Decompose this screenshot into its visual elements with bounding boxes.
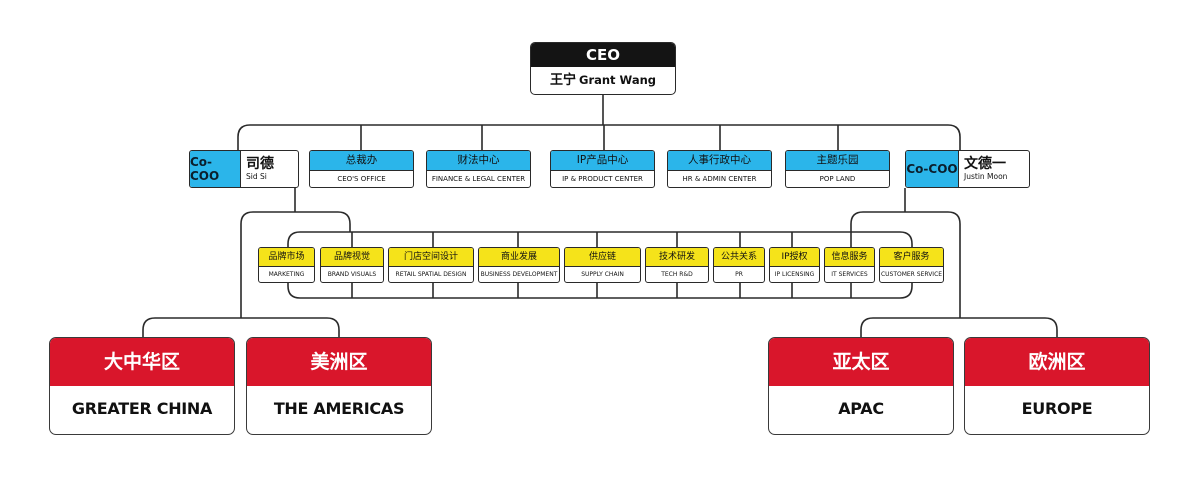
co-coo-right-box: Co-COO 文德一 Justin Moon [905, 150, 1030, 188]
region-label-en: THE AMERICAS [273, 399, 405, 418]
co-coo-left-tag: Co-COO [190, 151, 241, 187]
region-label-en: EUROPE [1021, 399, 1093, 418]
center-pop-land: 主题乐园 POP LAND [785, 150, 890, 188]
center-label-en: FINANCE & LEGAL CENTER [431, 175, 526, 183]
center-ceo-office: 总裁办 CEO'S OFFICE [309, 150, 414, 188]
function-label-en: SUPPLY CHAIN [581, 271, 624, 278]
function-label-en: BUSINESS DEVELOPMENT [480, 271, 558, 278]
function-label-en: BRAND VISUALS [327, 271, 377, 278]
region-label-en: GREATER CHINA [71, 399, 213, 418]
center-label-zh: 总裁办 [310, 151, 413, 171]
function-label-zh: 品牌视觉 [321, 248, 383, 267]
function-label-zh: 客户服务 [880, 248, 943, 267]
region-label-zh: 大中华区 [50, 338, 234, 386]
center-finance-legal: 财法中心 FINANCE & LEGAL CENTER [426, 150, 531, 188]
function-label-en: RETAIL SPATIAL DESIGN [395, 271, 467, 278]
co-coo-left-box: Co-COO 司德 Sid Si [189, 150, 299, 188]
center-label-en: POP LAND [819, 175, 856, 183]
function-marketing: 品牌市场 MARKETING [258, 247, 315, 283]
region-label-zh: 亚太区 [769, 338, 953, 386]
center-label-zh: 人事行政中心 [668, 151, 771, 171]
function-label-en: TECH R&D [661, 271, 693, 278]
co-coo-left-name-zh: 司德 [246, 156, 274, 172]
function-retail-spatial-design: 门店空间设计 RETAIL SPATIAL DESIGN [388, 247, 474, 283]
co-coo-right-tag: Co-COO [906, 151, 959, 187]
co-coo-right-name: 文德一 Justin Moon [959, 151, 1029, 187]
center-label-zh: 财法中心 [427, 151, 530, 171]
center-ip-product: IP产品中心 IP & PRODUCT CENTER [550, 150, 655, 188]
function-tech-rnd: 技术研发 TECH R&D [645, 247, 709, 283]
center-label-zh: IP产品中心 [551, 151, 654, 171]
function-label-en: IT SERVICES [831, 271, 868, 278]
region-greater-china: 大中华区 GREATER CHINA [49, 337, 235, 435]
co-coo-left-name-en: Sid Si [246, 172, 267, 181]
center-label-en: HR & ADMIN CENTER [682, 175, 757, 183]
region-label-en: APAC [838, 399, 884, 418]
function-label-en: CUSTOMER SERVICE [880, 271, 943, 278]
region-apac: 亚太区 APAC [768, 337, 954, 435]
center-label-zh: 主题乐园 [786, 151, 889, 171]
function-label-zh: 商业发展 [479, 248, 559, 267]
co-coo-right-name-en: Justin Moon [964, 172, 1008, 181]
center-label-en: IP & PRODUCT CENTER [562, 175, 643, 183]
center-hr-admin: 人事行政中心 HR & ADMIN CENTER [667, 150, 772, 188]
function-label-zh: 信息服务 [825, 248, 874, 267]
function-label-zh: 供应链 [565, 248, 640, 267]
function-supply-chain: 供应链 SUPPLY CHAIN [564, 247, 641, 283]
ceo-name-zh: 王宁 [549, 73, 576, 88]
region-label-zh: 欧洲区 [965, 338, 1149, 386]
region-the-americas: 美洲区 THE AMERICAS [246, 337, 432, 435]
function-label-en: IP LICENSING [774, 271, 815, 278]
function-label-zh: 技术研发 [646, 248, 708, 267]
function-it-services: 信息服务 IT SERVICES [824, 247, 875, 283]
function-ip-licensing: IP授权 IP LICENSING [769, 247, 820, 283]
function-pr: 公共关系 PR [713, 247, 765, 283]
function-label-zh: 门店空间设计 [389, 248, 473, 267]
co-coo-left-name: 司德 Sid Si [241, 151, 298, 187]
ceo-title: CEO [531, 43, 675, 67]
function-brand-visuals: 品牌视觉 BRAND VISUALS [320, 247, 384, 283]
ceo-name-en: Grant Wang [579, 73, 657, 87]
region-europe: 欧洲区 EUROPE [964, 337, 1150, 435]
co-coo-right-name-zh: 文德一 [964, 156, 1006, 172]
function-business-development: 商业发展 BUSINESS DEVELOPMENT [478, 247, 560, 283]
function-label-zh: IP授权 [770, 248, 819, 267]
function-customer-service: 客户服务 CUSTOMER SERVICE [879, 247, 944, 283]
function-label-en: MARKETING [268, 271, 305, 278]
function-label-zh: 品牌市场 [259, 248, 314, 267]
center-label-en: CEO'S OFFICE [337, 175, 386, 183]
region-label-zh: 美洲区 [247, 338, 431, 386]
function-label-zh: 公共关系 [714, 248, 764, 267]
function-label-en: PR [735, 271, 743, 278]
